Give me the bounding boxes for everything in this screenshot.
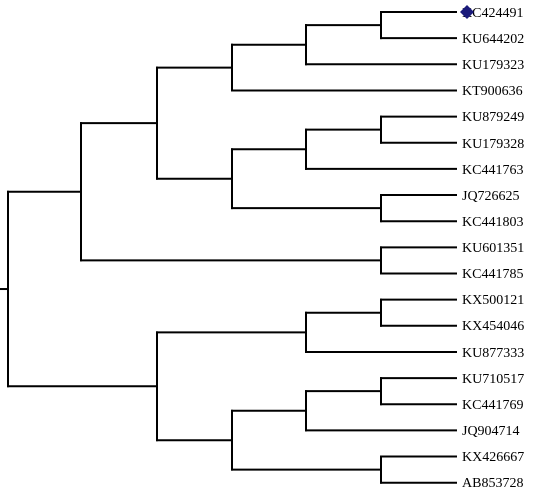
leaf-label-kc441785: KC441785 — [462, 267, 523, 282]
leaf-label-jq904714: JQ904714 — [462, 424, 520, 439]
leaf-label-ku601351: KU601351 — [462, 241, 524, 256]
leaf-label-ku179323: KU179323 — [462, 58, 524, 73]
leaf-labels: KC424491 KU644202 KU179323 KT900636 KU87… — [462, 6, 524, 491]
leaf-label-ab853728: AB853728 — [462, 476, 523, 491]
leaf-label-ku877333: KU877333 — [462, 346, 524, 361]
leaf-label-jq726625: JQ726625 — [462, 189, 520, 204]
leaf-label-kc441763: KC441763 — [462, 163, 523, 178]
leaf-label-kt900636: KT900636 — [462, 84, 523, 99]
leaf-label-kx426667: KX426667 — [462, 450, 524, 465]
leaf-label-ku644202: KU644202 — [462, 32, 524, 47]
leaf-label-kc441769: KC441769 — [462, 398, 523, 413]
leaf-label-kx500121: KX500121 — [462, 293, 524, 308]
leaf-label-kc424491: KC424491 — [462, 6, 523, 21]
leaf-label-ku179328: KU179328 — [462, 137, 524, 152]
leaf-label-kc441803: KC441803 — [462, 215, 523, 230]
tree-branches — [0, 11, 457, 484]
diamond-marker-icon — [460, 5, 474, 19]
leaf-label-kx454046: KX454046 — [462, 319, 524, 334]
leaf-label-ku710517: KU710517 — [462, 372, 524, 387]
leaf-label-ku879249: KU879249 — [462, 110, 524, 125]
